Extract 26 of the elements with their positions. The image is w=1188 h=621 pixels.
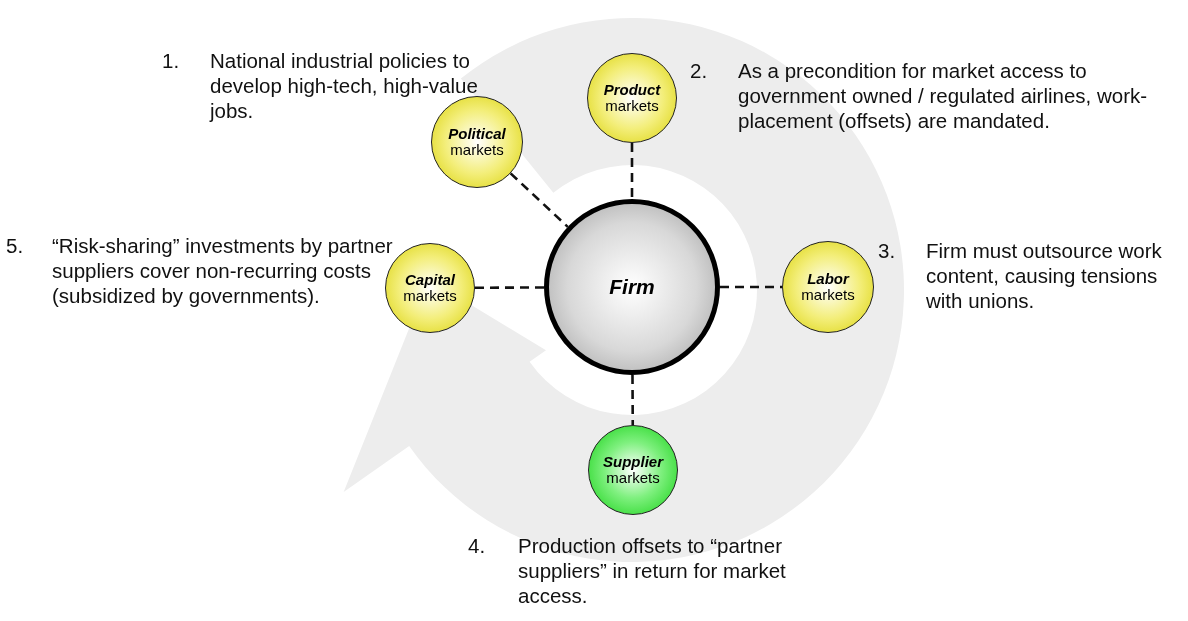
node-subtitle: markets [605, 98, 659, 115]
node-title: Labor [807, 270, 849, 287]
dashed-connector [475, 286, 544, 290]
node-subtitle: markets [801, 287, 855, 304]
note-text: National industrial policies to develop high-tech, high-value jobs. [210, 48, 479, 123]
dashed-connector [720, 285, 782, 289]
note-text: Production offsets to “partner suppliers” in return for market access. [518, 533, 787, 608]
note-text: As a precondition for market access to government owned / regulated airlines, work-placement (offsets) are mandated. [738, 58, 1149, 133]
node-title: Firm [609, 275, 655, 299]
node-title: Product [603, 81, 661, 98]
item-number: 1. [162, 48, 181, 73]
node-subtitle: markets [606, 470, 660, 487]
dashed-connector [631, 375, 635, 425]
dashed-connector [630, 143, 634, 199]
node-title: Capital [405, 271, 455, 288]
note-text: Firm must outsource work content, causing tensions with unions. [926, 238, 1163, 313]
node-subtitle: markets [403, 288, 457, 305]
node-title: Supplier [603, 453, 663, 470]
note-text: “Risk-sharing” investments by partner suppliers cover non-recurring costs (subsidized by governments). [52, 233, 394, 308]
dashed-connector [509, 172, 569, 228]
item-number: 5. [6, 233, 25, 258]
item-number: 2. [690, 58, 709, 83]
item-number: 3. [878, 238, 897, 263]
item-number: 4. [468, 533, 487, 558]
node-subtitle: markets [450, 142, 504, 159]
node-title: Political [448, 125, 506, 142]
